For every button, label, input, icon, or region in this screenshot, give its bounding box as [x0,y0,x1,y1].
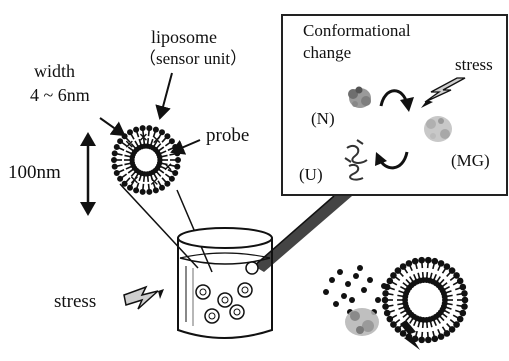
zoom-line-left [120,184,198,268]
molten-globule-protein-blob [424,116,452,142]
beaker-liposome-particles [196,283,252,323]
curved-arrow-icon [381,91,414,112]
stress-label: stress [54,292,96,312]
conformational-change-inset: Conformational change stress (N) (MG) (U… [281,14,508,196]
liposome-pointer-arrow [160,73,172,118]
liposome-label: liposome [151,28,217,47]
inset-title: Conformational [303,22,411,40]
state-molten-globule-label: (MG) [451,152,490,170]
diameter-label: 100nm [8,163,61,183]
lightning-bolt-icon [421,78,465,108]
probe-label: probe [206,126,249,146]
curved-arrow-icon [375,152,407,168]
sensor-unit-label: （sensor unit） [139,50,247,68]
width-label: width [34,62,75,81]
width-value-label: 4 ~ 6nm [30,86,90,105]
native-protein-blob [348,87,371,109]
lightning-bolt-icon [124,287,164,309]
callout-source-particle [246,262,258,274]
liposome-protein-interaction [323,257,468,343]
inset-stress-label: stress [455,56,493,74]
liposome-cross-section [111,125,181,195]
bound-protein-blob [345,308,379,336]
unfolded-protein-blob [345,140,367,180]
double-arrow-icon [80,132,96,216]
state-native-label: (N) [311,110,335,128]
beaker [178,228,272,338]
inset-subtitle: change [303,44,351,62]
state-unfolded-label: (U) [299,166,323,184]
width-pointer-arrow [100,118,124,135]
